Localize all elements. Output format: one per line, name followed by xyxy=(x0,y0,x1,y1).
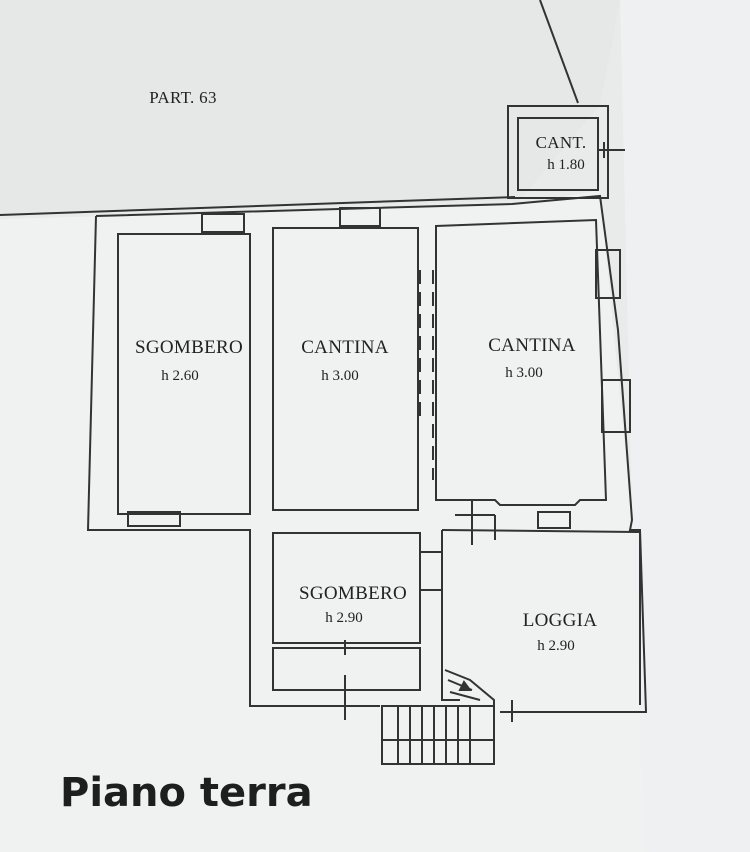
window-6 xyxy=(419,551,443,591)
room-height-cant: h 1.80 xyxy=(547,157,585,173)
room-label-cant: CANT. xyxy=(535,133,587,152)
building-left-wall xyxy=(86,215,380,707)
floor-caption: Piano terra xyxy=(60,770,313,816)
plot-label: PART. 63 xyxy=(149,88,217,107)
room-label-cantina-right: CANTINA xyxy=(488,335,576,356)
paper-sheet-top xyxy=(0,0,620,215)
room-label-sgombero-small: SGOMBERO xyxy=(299,583,407,604)
boundary-line-diagonal xyxy=(539,0,579,104)
paper-sheet-right xyxy=(620,0,750,852)
loggia-top-wall xyxy=(441,529,641,533)
window-2 xyxy=(339,207,381,227)
room-label-cantina-center: CANTINA xyxy=(301,337,389,358)
building-outer-wall xyxy=(95,194,648,713)
room-cant-outline xyxy=(517,117,599,191)
room-label-sgombero: SGOMBERO xyxy=(135,337,243,358)
boundary-line-top xyxy=(0,196,516,216)
room-height-sgombero-small: h 2.90 xyxy=(325,610,363,626)
room-label-loggia: LOGGIA xyxy=(522,610,598,631)
room-cantina-center-outline xyxy=(272,227,419,511)
corridor-strip xyxy=(272,647,421,691)
window-1 xyxy=(201,213,245,233)
window-4 xyxy=(595,249,621,299)
room-sgombero-outline xyxy=(117,233,251,515)
room-cantina-right-outline xyxy=(435,218,608,506)
window-5 xyxy=(601,379,631,433)
paper-sheet-white xyxy=(0,190,645,852)
room-height-cantina-right: h 3.00 xyxy=(505,365,543,381)
window-7 xyxy=(537,511,571,529)
room-height-sgombero: h 2.60 xyxy=(161,368,199,384)
window-3 xyxy=(127,511,181,527)
stairs xyxy=(381,669,495,765)
room-height-cantina-center: h 3.00 xyxy=(321,368,359,384)
room-height-loggia: h 2.90 xyxy=(537,638,575,654)
wall-cant xyxy=(507,105,609,199)
